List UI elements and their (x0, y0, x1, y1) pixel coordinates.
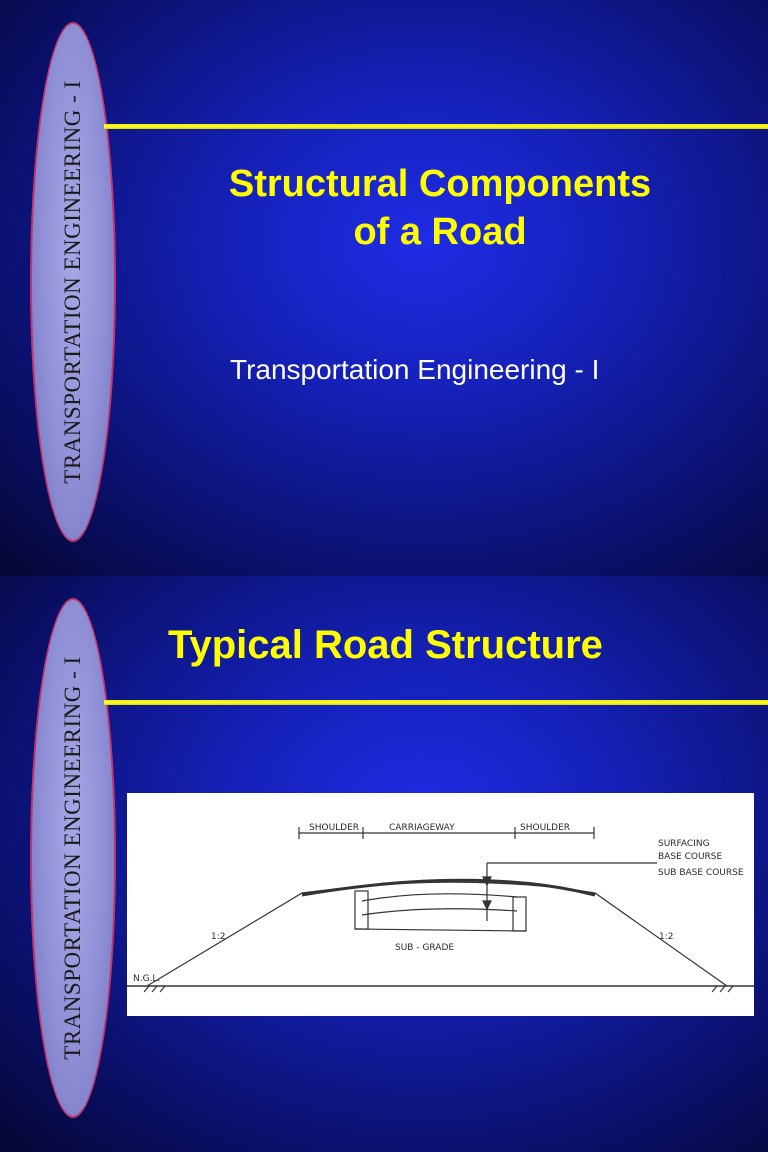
side-oval (30, 22, 116, 542)
road-cross-section-diagram: SHOULDER CARRIAGEWAY SHOULDER SURFACING … (127, 793, 754, 1016)
slide-title: Typical Road Structure (168, 623, 603, 667)
slide-title: Structural Components of a Road (160, 160, 720, 256)
yellow-rule (104, 700, 768, 705)
surfacing-label: SURFACING (658, 839, 710, 849)
shoulder-left-label: SHOULDER (309, 823, 359, 833)
side-label: TRANSPORTATION ENGINEERING - I (60, 656, 85, 1060)
subgrade-label: SUB - GRADE (395, 943, 454, 953)
title-slide: TRANSPORTATION ENGINEERING - I Structura… (0, 0, 768, 576)
base-course-label: BASE COURSE (658, 852, 723, 862)
carriageway-label: CARRIAGEWAY (389, 823, 455, 833)
slide-subtitle: Transportation Engineering - I (230, 354, 600, 385)
slope-left-label: 1:2 (211, 932, 225, 942)
slide-title-line-1: Structural Components (228, 163, 652, 205)
ngl-label: N.G.L. (133, 974, 160, 984)
subbase-course-label: SUB BASE COURSE (658, 868, 744, 878)
shoulder-right-label: SHOULDER (520, 823, 570, 833)
slope-right-label: 1:2 (659, 932, 673, 942)
yellow-rule (104, 124, 768, 129)
side-label: TRANSPORTATION ENGINEERING - I (60, 80, 85, 484)
slide-title-line-2: of a Road (353, 211, 527, 253)
